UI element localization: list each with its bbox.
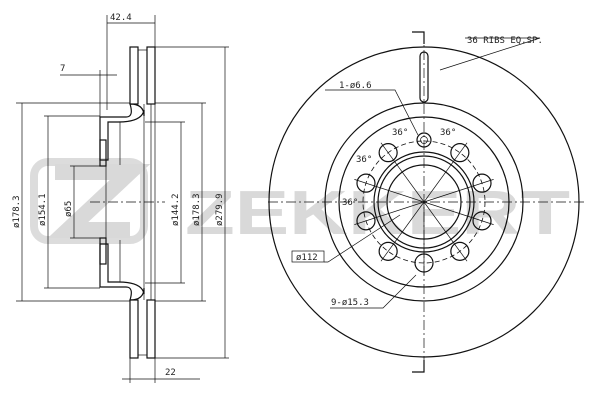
dim-outer-label: ø279.9 [215,193,225,226]
front-view [268,31,585,373]
bolt-hole [472,211,492,231]
dim-hat-label: 7 [60,64,65,74]
bolt-hole [378,241,398,261]
dim-center-bore-label: ø65 [64,201,74,217]
angle-label-3: 36° [356,155,372,165]
dim-144-label: ø144.2 [171,193,181,226]
pcd-label: ø112 [296,253,318,263]
angle-label-1: 36° [392,128,408,138]
bolt-hole [450,241,470,261]
hole-center-line [423,142,468,203]
hole-center-line [354,179,425,203]
side-dimensions [16,15,229,383]
angle-label-4: 36° [342,198,358,208]
side-view-section [90,46,165,359]
bolt-hole [450,143,470,163]
hole-center-line [380,142,425,203]
bolt-holes-label: 9-ø15.3 [331,298,369,308]
hole-center-line [354,201,425,225]
watermark-text: ZEKKERT [185,179,570,248]
hole-center-line [423,179,494,203]
dim-outer-left-label: ø178.3 [12,195,22,228]
dim-offset-label: 42.4 [110,13,132,23]
hole-center-line [423,201,494,225]
small-hole-label: 1-ø6.6 [339,81,372,91]
hole-center-line [423,201,468,262]
hole-center-line [380,201,425,262]
angle-label-2: 36° [440,128,456,138]
ribs-label: 36 RIBS EQ.SP. [467,36,543,46]
bolt-hole [356,211,376,231]
bolt-hole [356,173,376,193]
bolt-hole [472,173,492,193]
dim-178-label: ø178.3 [192,193,202,226]
bolt-hole [378,143,398,163]
dim-thickness-label: 22 [165,368,176,378]
watermark-logo [30,158,151,244]
dim-154-label: ø154.1 [38,193,48,226]
